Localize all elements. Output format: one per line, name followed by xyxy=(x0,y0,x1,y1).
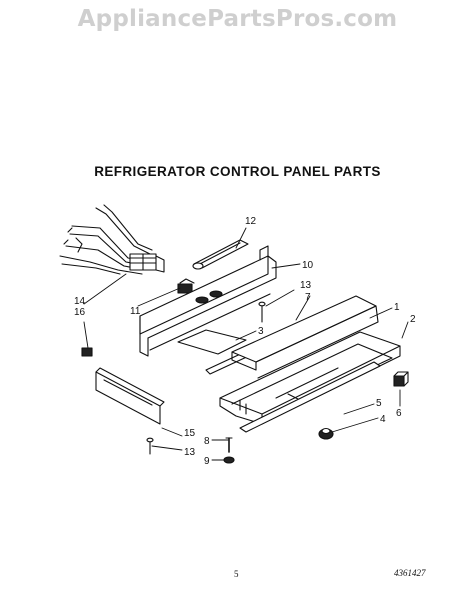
callout-8: 8 xyxy=(204,436,210,447)
callout-1: 1 xyxy=(394,302,400,313)
wire-harness xyxy=(59,204,165,275)
callout-16: 16 xyxy=(74,307,86,318)
light-shield-part-3 xyxy=(177,329,247,355)
watermark: AppliancePartsPros.com xyxy=(77,6,398,32)
control-panel-part-1 xyxy=(231,295,379,379)
callout-12: 12 xyxy=(245,216,257,227)
thermostat-part-12 xyxy=(192,239,249,270)
switch-part-6 xyxy=(393,371,409,387)
leader-lines xyxy=(83,227,409,461)
screw-part-13 xyxy=(258,301,266,323)
callout-7: 7 xyxy=(305,292,311,303)
switch-part-11 xyxy=(177,278,195,294)
diagram-title: REFRIGERATOR CONTROL PANEL PARTS xyxy=(94,164,381,179)
bracket-part-15 xyxy=(95,367,165,425)
callout-14: 14 xyxy=(74,296,86,307)
callout-4: 4 xyxy=(380,414,386,425)
callout-5: 5 xyxy=(376,398,382,409)
lens-part-5 xyxy=(239,361,381,433)
screw-part-13-lower xyxy=(146,437,154,455)
knob-part-4 xyxy=(318,427,334,440)
page-number: 5 xyxy=(234,569,239,579)
callout-2: 2 xyxy=(410,314,416,325)
callout-6: 6 xyxy=(396,408,402,419)
callout-13-upper: 13 xyxy=(300,280,312,291)
control-housing-part-10 xyxy=(139,245,277,357)
callout-13-lower: 13 xyxy=(184,447,196,458)
callout-10: 10 xyxy=(302,260,314,271)
screw-part-8 xyxy=(225,437,233,453)
document-number: 4361427 xyxy=(394,568,426,578)
callout-3: 3 xyxy=(258,326,264,337)
callout-9: 9 xyxy=(204,456,210,467)
nut-part-9 xyxy=(223,456,235,464)
plug-part-16 xyxy=(81,347,93,357)
callout-11: 11 xyxy=(130,306,141,317)
callout-15: 15 xyxy=(184,428,196,439)
